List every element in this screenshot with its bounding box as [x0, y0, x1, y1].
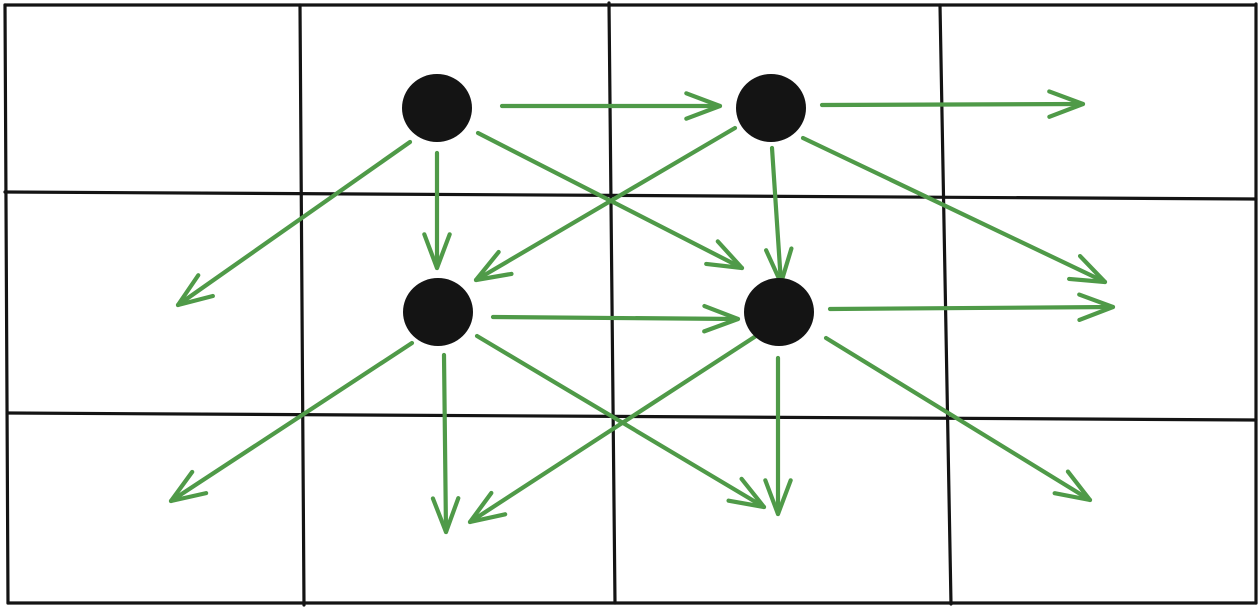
- arrows: [168, 89, 1116, 535]
- grid-vertical-line-1: [298, 3, 306, 607]
- arrow-head: [467, 490, 508, 525]
- arrow-head: [1047, 89, 1086, 119]
- grid-vertical-line-3: [938, 3, 953, 606]
- arrow-mid-right-down: [763, 355, 793, 517]
- arrow-mid-left-down: [430, 352, 461, 535]
- arrow-head: [684, 91, 723, 121]
- arrow-top-right-down-left: [473, 125, 738, 283]
- arrow-shaft: [473, 125, 738, 283]
- arrow-mid-right-right: [827, 292, 1116, 323]
- grid-horizontal-line-1: [3, 190, 1258, 201]
- arrow-head: [702, 303, 741, 334]
- arrow-head: [1077, 292, 1116, 323]
- arrow-top-right-down-right: [800, 135, 1108, 285]
- arrow-mid-left-down-right: [474, 333, 767, 510]
- arrow-head: [473, 249, 514, 283]
- arrow-head: [175, 273, 215, 308]
- arrow-head: [422, 232, 452, 271]
- node-top-left: [402, 74, 472, 142]
- arrow-head: [763, 478, 793, 517]
- nodes: [402, 74, 814, 346]
- node-mid-right: [744, 278, 814, 346]
- arrow-head: [704, 239, 745, 271]
- arrow-head: [1067, 253, 1108, 285]
- arrow-head: [430, 496, 461, 535]
- grid-vertical-line-0: [3, 3, 10, 605]
- arrow-top-left-down: [422, 150, 452, 271]
- arrow-shaft: [819, 101, 1086, 108]
- arrow-top-left-right: [499, 91, 723, 121]
- node-top-right: [736, 74, 806, 142]
- arrow-shaft: [490, 314, 741, 322]
- arrow-head: [168, 469, 209, 504]
- arrow-shaft: [823, 335, 1093, 503]
- grid-vertical-line-2: [607, 1, 617, 605]
- arrow-shaft: [800, 135, 1108, 285]
- arrow-shaft: [474, 333, 767, 510]
- arrow-mid-left-down-left: [168, 340, 415, 504]
- arrow-mid-right-down-left: [467, 333, 759, 525]
- arrow-shaft: [769, 145, 784, 286]
- arrow-shaft: [175, 139, 413, 308]
- arrow-shaft: [467, 333, 759, 525]
- node-mid-left: [403, 278, 473, 346]
- arrow-shaft: [827, 304, 1116, 312]
- arrow-mid-right-down-right: [823, 335, 1093, 503]
- arrow-top-right-right: [819, 89, 1086, 119]
- arrow-mid-left-right: [490, 303, 741, 334]
- arrow-top-right-down: [764, 145, 794, 286]
- arrow-shaft: [168, 340, 415, 504]
- grid-lines: [3, 1, 1258, 607]
- arrow-head: [1052, 469, 1093, 503]
- arrow-top-left-down-left: [175, 139, 413, 308]
- arrow-shaft: [441, 352, 449, 535]
- arrow-head: [726, 476, 767, 510]
